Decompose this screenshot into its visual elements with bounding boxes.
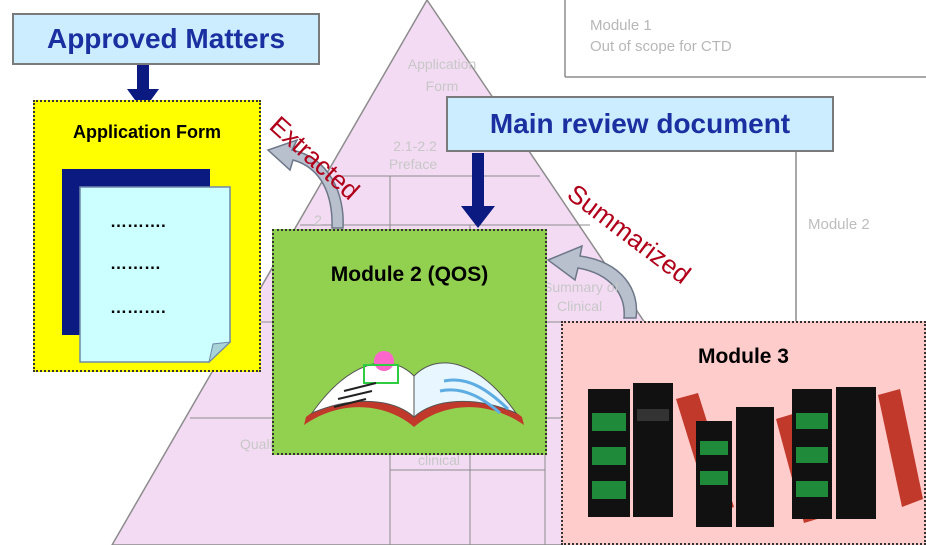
pyramid-label-clinical-bottom: clinical	[418, 452, 461, 468]
form-line-2: ………	[110, 254, 161, 273]
document-icon	[62, 169, 232, 364]
pyramid-label-clinical: Clinical	[557, 298, 603, 314]
review-arrow-head	[461, 206, 495, 228]
module1-subtitle: Out of scope for CTD	[590, 38, 732, 55]
pyramid-label-preface: Preface	[388, 156, 438, 172]
qos-box: Module 2 (QOS)	[272, 229, 547, 455]
open-book-icon	[304, 351, 524, 427]
module3-box: Module 3	[561, 321, 926, 545]
approved-matters-callout: Approved Matters	[12, 13, 320, 65]
books-icon	[588, 383, 923, 527]
extracted-curved-arrow	[266, 138, 344, 229]
module1-title: Module 1	[590, 17, 652, 34]
form-line-3: ……….	[110, 298, 166, 317]
module2-side-label: Module 2	[808, 216, 870, 233]
module3-title: Module 3	[697, 345, 789, 368]
application-form-box: Application Form ………. ……… ……….	[33, 100, 261, 372]
form-line-1: ……….	[110, 212, 166, 231]
summarized-curved-arrow	[546, 244, 638, 319]
approved-arrow-shaft	[137, 62, 149, 90]
pyramid-label-application: Application	[407, 56, 477, 72]
pyramid-label-preface-num: 2.1-2.2	[393, 138, 437, 154]
review-arrow-shaft	[472, 153, 484, 208]
pyramid-label-summary: Summary of	[543, 279, 619, 295]
application-form-title: Application Form	[73, 122, 221, 142]
module1-label: Module 1 Out of scope for CTD	[590, 15, 732, 57]
pyramid-label-two: 2	[314, 212, 322, 228]
pyramid-label-form: Form	[425, 78, 459, 94]
main-review-callout: Main review document	[446, 96, 834, 152]
qos-title: Module 2 (QOS)	[330, 263, 489, 286]
